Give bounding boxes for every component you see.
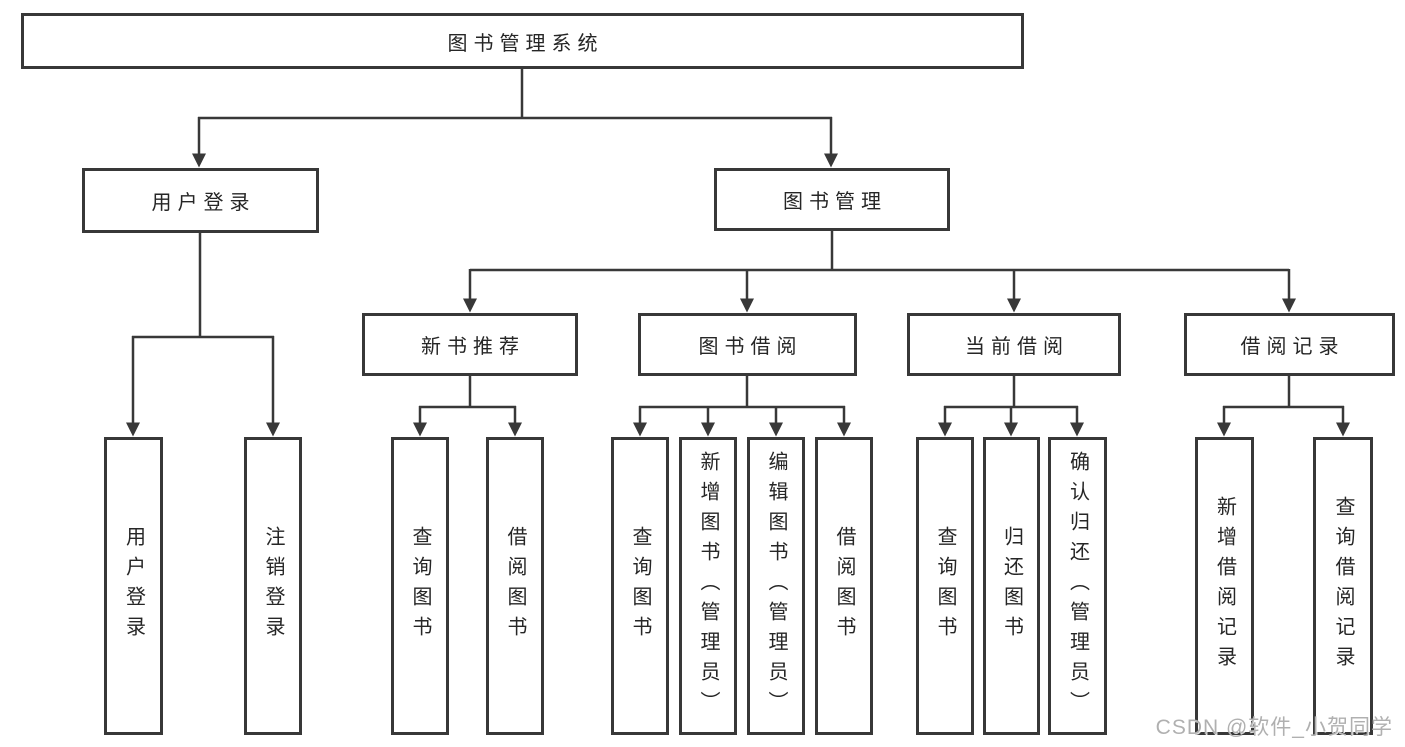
leaf-query-books-recommend: 查询图书 bbox=[391, 437, 449, 735]
leaf-confirm-return-admin: 确认归还（管理员） bbox=[1048, 437, 1107, 735]
node-label: 注销登录 bbox=[262, 526, 284, 646]
node-label: 确认归还（管理员） bbox=[1066, 451, 1089, 721]
leaf-return-books: 归还图书 bbox=[983, 437, 1040, 735]
leaf-edit-books-admin: 编辑图书（管理员） bbox=[747, 437, 805, 735]
node-borrowing-records: 借阅记录 bbox=[1184, 313, 1395, 376]
node-current-borrowing: 当前借阅 bbox=[907, 313, 1121, 376]
node-label: 当前借阅 bbox=[965, 336, 1069, 358]
node-label: 借阅图书 bbox=[504, 526, 526, 646]
node-label: 借阅图书 bbox=[833, 526, 855, 646]
leaf-add-borrow-record: 新增借阅记录 bbox=[1195, 437, 1254, 735]
node-new-book-recommendation: 新书推荐 bbox=[362, 313, 578, 376]
leaf-add-books-admin: 新增图书（管理员） bbox=[679, 437, 737, 735]
leaf-borrow-books: 借阅图书 bbox=[815, 437, 873, 735]
node-label: 查询借阅记录 bbox=[1332, 496, 1354, 676]
node-library-management-system: 图书管理系统 bbox=[21, 13, 1024, 69]
node-label: 图书借阅 bbox=[698, 336, 803, 358]
node-label: 新增图书（管理员） bbox=[697, 451, 719, 721]
node-label: 用户登录 bbox=[122, 526, 145, 646]
leaf-user-login: 用户登录 bbox=[104, 437, 163, 735]
node-label: 查询图书 bbox=[629, 526, 651, 646]
leaf-query-books-current: 查询图书 bbox=[916, 437, 974, 735]
node-label: 新书推荐 bbox=[421, 336, 525, 358]
node-book-management: 图书管理 bbox=[714, 168, 950, 231]
node-label: 新增借阅记录 bbox=[1213, 496, 1236, 676]
csdn-watermark: CSDN @软件_小贺同学 bbox=[1155, 716, 1393, 739]
leaf-query-borrow-record: 查询借阅记录 bbox=[1313, 437, 1373, 735]
node-book-borrowing: 图书借阅 bbox=[638, 313, 857, 376]
leaf-logout: 注销登录 bbox=[244, 437, 302, 735]
leaf-borrow-books-recommend: 借阅图书 bbox=[486, 437, 544, 735]
node-label: 借阅记录 bbox=[1240, 336, 1345, 358]
node-user-login: 用户登录 bbox=[82, 168, 319, 233]
node-label: 图书管理 bbox=[783, 191, 887, 213]
node-label: 编辑图书（管理员） bbox=[765, 451, 787, 721]
leaf-query-books-borrowing: 查询图书 bbox=[611, 437, 669, 735]
node-label: 查询图书 bbox=[409, 526, 431, 646]
node-label: 归还图书 bbox=[1000, 526, 1023, 646]
node-label: 查询图书 bbox=[934, 526, 956, 646]
node-label: 图书管理系统 bbox=[447, 32, 604, 55]
node-label: 用户登录 bbox=[151, 192, 256, 214]
